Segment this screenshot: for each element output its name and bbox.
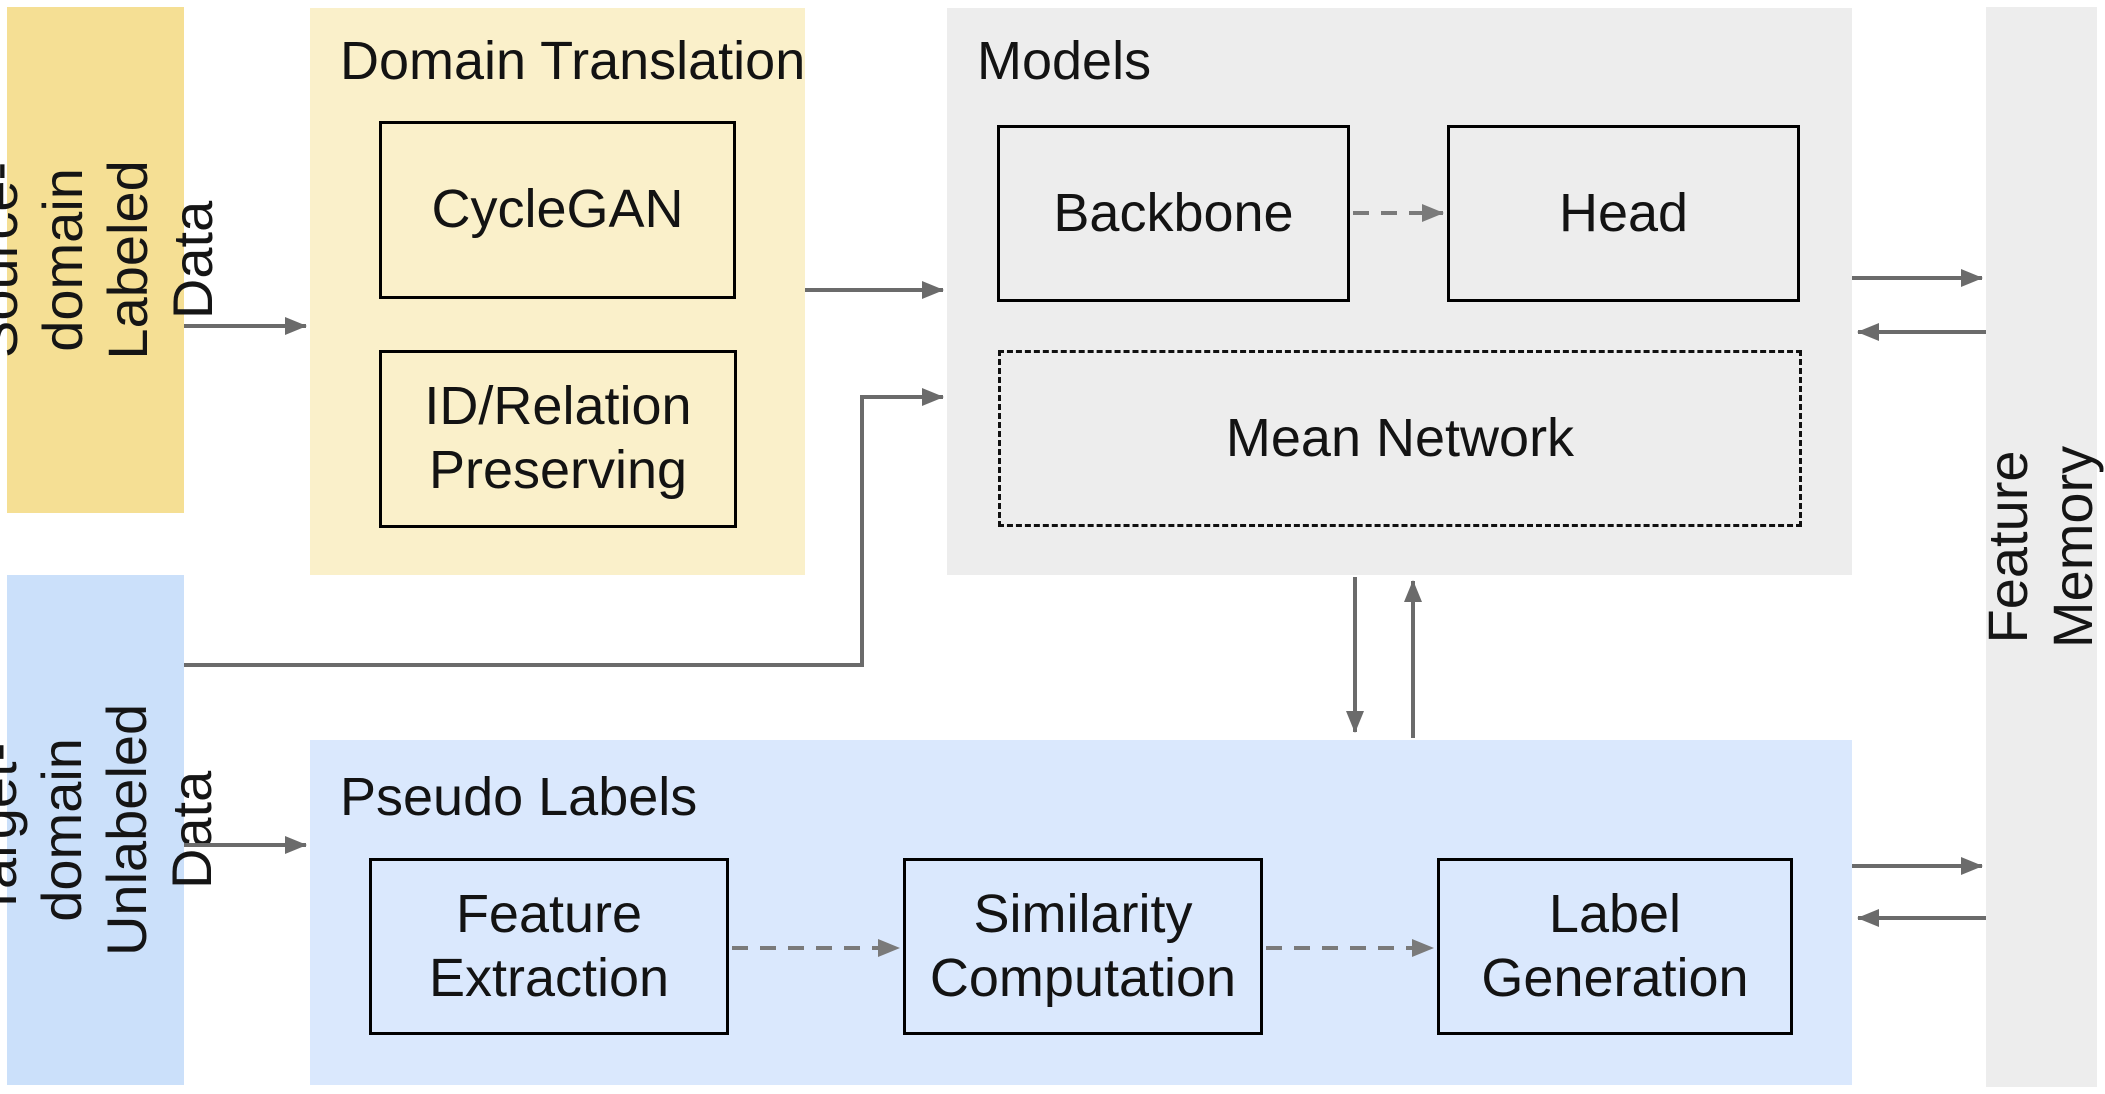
feature-extraction-label: Feature Extraction [428,883,670,1008]
id-relation-preserving-box: ID/Relation Preserving [379,350,737,528]
feature-memory-bar: Feature Memory [1977,7,2105,1087]
id-relation-preserving-label: ID/Relation Preserving [424,376,692,500]
backbone-label: Backbone [1053,182,1294,243]
similarity-computation-box: Similarity Computation [903,858,1263,1035]
cyclegan-label: CycleGAN [431,179,684,240]
mean-network-label: Mean Network [1225,407,1575,468]
feature-memory-bar-label: Feature Memory [1976,445,2105,649]
backbone-box: Backbone [997,125,1350,302]
similarity-computation-label: Similarity Computation [929,883,1237,1008]
cyclegan-box: CycleGAN [379,121,736,299]
domain-translation-title: Domain Translation [340,31,806,91]
source-domain-bar: Source-domain Labeled Data [0,7,223,513]
head-label: Head [1558,182,1689,243]
label-generation-label: Label Generation [1481,883,1749,1008]
mean-network-box: Mean Network [998,350,1802,527]
label-generation-box: Label Generation [1437,858,1793,1035]
source-domain-bar-label: Source-domain Labeled Data [0,160,224,360]
feature-extraction-box: Feature Extraction [369,858,729,1035]
target-domain-bar: Target-domain Unlabeled Data [0,575,223,1085]
pseudo-labels-title: Pseudo Labels [340,767,698,827]
head-box: Head [1447,125,1800,302]
target-domain-bar-label: Target-domain Unlabeled Data [0,703,224,957]
models-title: Models [977,31,1152,91]
